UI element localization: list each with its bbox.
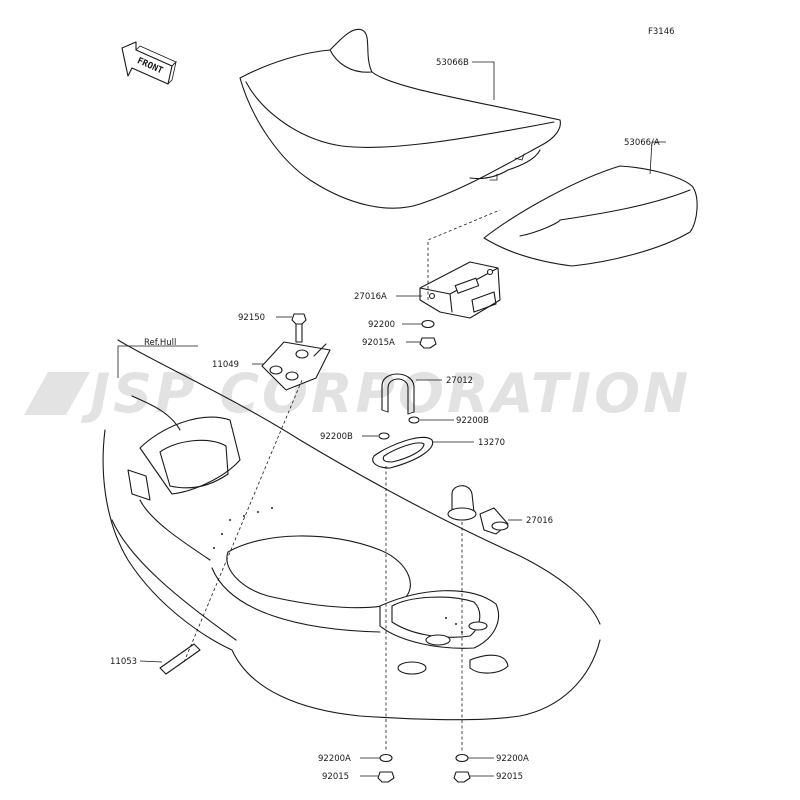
washer-92200 <box>421 319 435 329</box>
label-92200: 92200 <box>368 320 395 330</box>
label-27016A: 27016A <box>354 292 387 302</box>
label-92200B-left: 92200B <box>320 432 353 442</box>
label-53066B: 53066B <box>436 58 469 68</box>
nut-92015-right <box>453 771 471 783</box>
washer-92200B-left <box>378 432 390 440</box>
figure-id: F3146 <box>648 27 675 37</box>
nut-92015-left <box>377 771 395 783</box>
watermark: JSP CORPORATION <box>24 362 691 425</box>
leader-lines <box>117 61 666 777</box>
bracket-27016A <box>419 261 501 319</box>
watermark-text: JSP CORPORATION <box>81 362 691 425</box>
label-11049: 11049 <box>212 360 239 370</box>
label-92015A: 92015A <box>362 338 395 348</box>
u-bolt-27012 <box>381 373 415 415</box>
label-ref-hull: Ref.Hull <box>144 338 176 348</box>
label-92200B-right: 92200B <box>456 416 489 426</box>
nut-92015A <box>419 337 437 349</box>
label-92015-right: 92015 <box>496 772 523 782</box>
label-11053: 11053 <box>110 657 137 667</box>
label-53066A: 53066/A <box>624 138 660 148</box>
label-13270: 13270 <box>478 438 505 448</box>
washer-92200A-right <box>455 753 469 763</box>
label-92200A-left: 92200A <box>318 754 351 764</box>
label-27012: 27012 <box>446 376 473 386</box>
washer-92200B-right <box>408 416 420 424</box>
bolt-92150 <box>291 313 307 343</box>
label-92015-left: 92015 <box>322 772 349 782</box>
seat-rear <box>483 165 698 267</box>
washer-92200A-left <box>379 753 393 763</box>
part-27016 <box>447 485 509 535</box>
label-92150: 92150 <box>238 313 265 323</box>
part-labels: 53066B 53066/A 27016A 92200 92015A 92150… <box>110 58 660 782</box>
seat-main <box>239 28 561 209</box>
label-27016: 27016 <box>526 516 553 526</box>
label-92200A-right: 92200A <box>496 754 529 764</box>
hull <box>102 339 601 721</box>
gasket-13270 <box>372 436 434 469</box>
front-arrow-icon: FRONT <box>121 41 177 85</box>
assembly-lines <box>183 209 501 752</box>
plate-11049 <box>261 341 331 391</box>
strip-11053 <box>159 643 201 675</box>
